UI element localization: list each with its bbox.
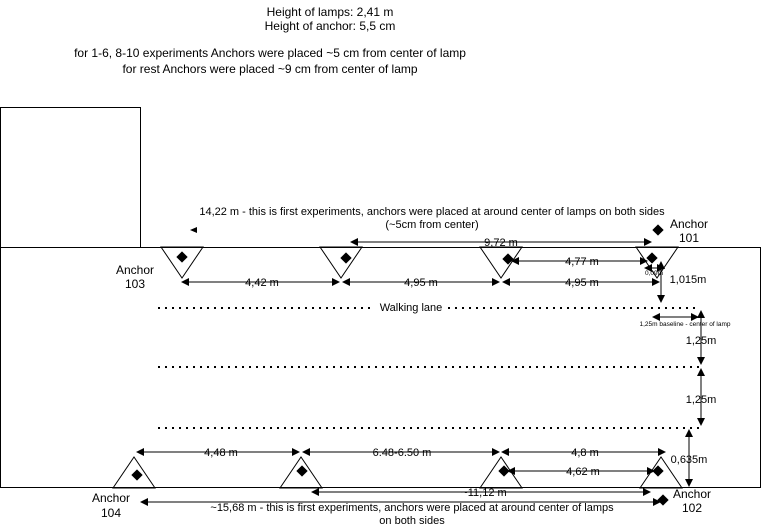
anchor-marker-top-1 — [176, 251, 188, 263]
baseline-note: 1,25m baseline - center of lamp — [639, 321, 730, 328]
dim-48-label: 4,8 m — [571, 447, 599, 459]
first-exp-top-line-1: 14,22 m - this is first experiments, anc… — [199, 206, 665, 218]
anchor-marker-bottom-2 — [296, 465, 308, 477]
anchor-102-title: Anchor — [673, 487, 711, 501]
anchor-101-id: 101 — [679, 231, 699, 245]
anchor-marker-102 — [657, 494, 669, 506]
anchor-marker-top-3 — [502, 253, 514, 265]
dim-495-b-label: 4,95 m — [565, 277, 599, 289]
dim-477-label: 4,77 m — [565, 256, 599, 268]
dim-448-label: 4,48 m — [204, 447, 238, 459]
dim-1112-label: ~11,12 m — [461, 487, 506, 499]
anchor-marker-bottom-4 — [652, 465, 664, 477]
anchor-marker-top-4 — [646, 252, 658, 264]
side-room-outline — [0, 107, 141, 248]
dim-495-a-label: 4,95 m — [404, 277, 438, 289]
lamp-top-3 — [479, 246, 523, 279]
placement-note-2: for rest Anchors were placed ~9 cm from … — [122, 62, 417, 76]
anchor-marker-bottom-1 — [131, 469, 143, 481]
anchor-101-title: Anchor — [670, 217, 708, 231]
placement-note-1: for 1-6, 8-10 experiments Anchors were p… — [74, 46, 466, 60]
dim-442-label: 4,42 m — [245, 277, 279, 289]
anchor-103-title: Anchor — [116, 263, 154, 277]
anchor-height-text: Height of anchor: 5,5 cm — [265, 19, 396, 33]
dim-0635-label: 0,635m — [671, 454, 708, 466]
anchor-104-title: Anchor — [92, 491, 130, 505]
lamp-height-text: Height of lamps: 2,41 m — [267, 5, 394, 19]
lamp-top-2 — [319, 246, 363, 279]
anchor-104-id: 104 — [101, 506, 121, 520]
anchor-102-id: 102 — [682, 501, 702, 515]
dim-small-label: 0,09m — [645, 270, 663, 277]
anchor-marker-101 — [652, 224, 664, 236]
dim-125-b-label: 1,25m — [686, 394, 717, 406]
dim-462-label: 4,62 m — [566, 466, 600, 478]
anchor-103-id: 103 — [125, 277, 145, 291]
first-exp-top-line-2: (~5cm from center) — [385, 219, 478, 231]
lamp-bottom-2 — [279, 456, 323, 489]
dim-125-a-label: 1,25m — [686, 335, 717, 347]
dim-648-label: 6.48-6.50 m — [373, 447, 432, 459]
walking-lane-label: Walking lane — [380, 302, 443, 314]
anchor-marker-top-2 — [340, 252, 352, 264]
lamp-top-1 — [160, 246, 204, 279]
dim-972-label: 9,72 m — [484, 237, 518, 249]
dim-1015-label: 1,015m — [670, 274, 707, 286]
anchor-marker-bottom-3 — [498, 465, 510, 477]
first-exp-top-pointer — [190, 227, 197, 233]
first-exp-bottom-line-1: ~15,68 m - this is first experiments, an… — [210, 502, 614, 514]
lamp-bottom-1 — [112, 456, 156, 489]
first-exp-bottom-line-2: on both sides — [379, 515, 445, 527]
